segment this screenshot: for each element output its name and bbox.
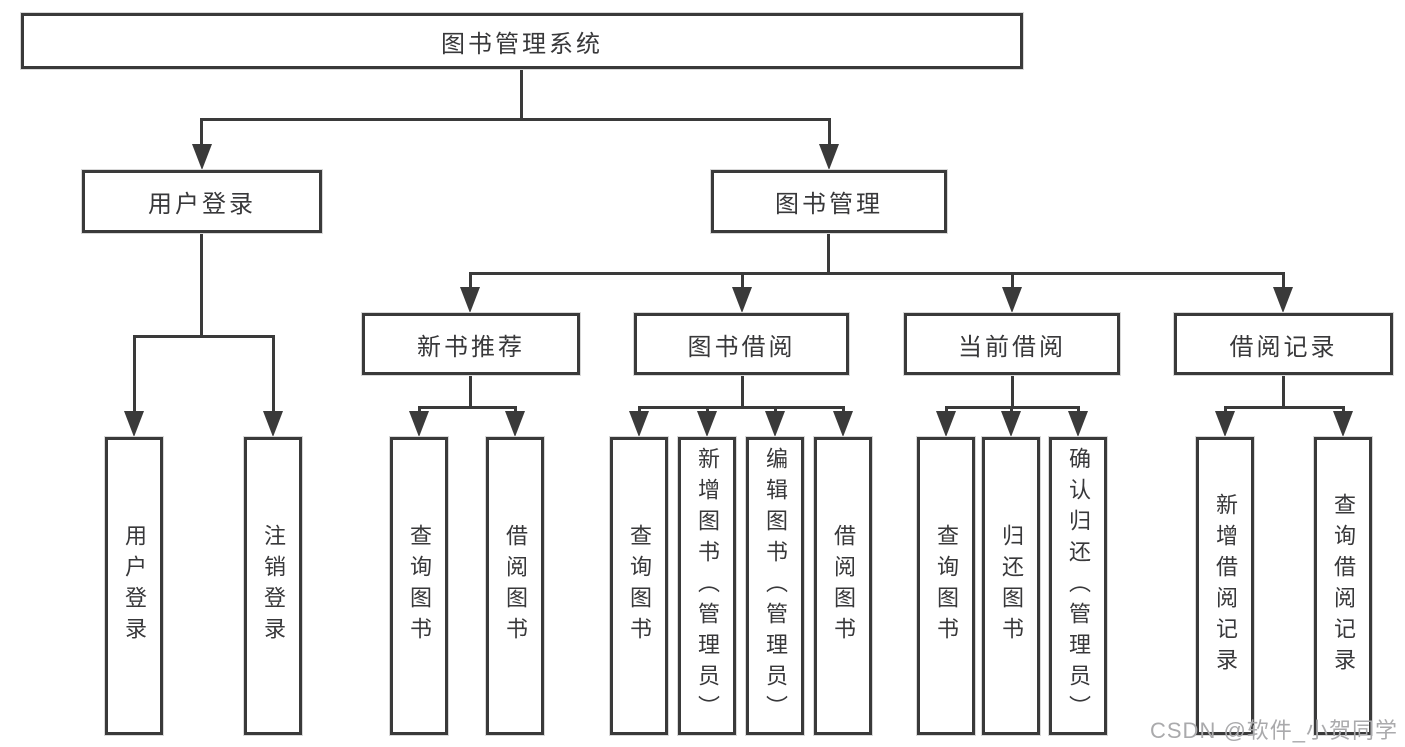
arrow-down-icon — [1002, 287, 1022, 313]
arrow-down-icon — [409, 411, 429, 437]
node-book-borrow: 图书借阅 — [634, 313, 849, 375]
leaf-logout: 注销登录 — [244, 437, 302, 735]
connector-root-to-user-login — [200, 118, 203, 148]
connector-leaf-stem — [638, 406, 641, 414]
node-root-label: 图书管理系统 — [441, 30, 603, 58]
node-new-book-rec: 新书推荐 — [362, 313, 580, 375]
arrow-down-icon — [124, 411, 144, 437]
connector-leaf-stem — [418, 406, 421, 414]
leaf-add-borrow-record: 新增借阅记录 — [1196, 437, 1254, 735]
leaf-user-login: 用户登录 — [105, 437, 163, 735]
leaf-edit-book-admin: 编辑图书（管理员） — [746, 437, 804, 735]
leaf-query-book-rec-label: 查询图书 — [407, 524, 432, 648]
leaf-query-borrow-record: 查询借阅记录 — [1314, 437, 1372, 735]
node-book-mgmt: 图书管理 — [711, 170, 947, 233]
arrow-down-icon — [1001, 411, 1021, 437]
arrow-down-icon — [629, 411, 649, 437]
connector-to-new-book-rec — [469, 272, 472, 290]
connector-borrow-record-bar — [1224, 406, 1344, 409]
arrow-down-icon — [505, 411, 525, 437]
connector-to-book-borrow — [741, 272, 744, 290]
connector-leaf-stem — [514, 406, 517, 414]
node-user-login: 用户登录 — [82, 170, 322, 233]
node-user-login-label: 用户登录 — [148, 191, 256, 218]
connector-book-borrow-bar — [638, 406, 844, 409]
node-borrow-record-label: 借阅记录 — [1229, 333, 1338, 361]
connector-leaf-stem — [1010, 406, 1013, 414]
leaf-query-book-current: 查询图书 — [917, 437, 975, 735]
leaf-query-book-borrow: 查询图书 — [610, 437, 668, 735]
connector-to-leaf-logout — [272, 335, 275, 413]
connector-borrow-record-stub — [1282, 375, 1285, 409]
connector-root-bar — [201, 118, 831, 121]
leaf-user-login-label: 用户登录 — [122, 524, 147, 648]
connector-to-borrow-record — [1282, 272, 1285, 290]
leaf-confirm-return-admin: 确认归还（管理员） — [1049, 437, 1107, 735]
leaf-logout-label: 注销登录 — [261, 524, 286, 648]
leaf-confirm-return-admin-label: 确认归还（管理员） — [1066, 446, 1091, 726]
leaf-query-borrow-record-label: 查询借阅记录 — [1331, 493, 1356, 679]
csdn-watermark: CSDN @软件_小贺同学 — [1150, 718, 1399, 743]
connector-leaf-stem — [1077, 406, 1080, 414]
leaf-return-book: 归还图书 — [982, 437, 1040, 735]
leaf-query-book-rec: 查询图书 — [390, 437, 448, 735]
arrow-down-icon — [1273, 287, 1293, 313]
leaf-borrow-book-borrow-label: 借阅图书 — [831, 524, 856, 648]
leaf-borrow-book-rec-label: 借阅图书 — [503, 524, 528, 648]
leaf-query-book-current-label: 查询图书 — [934, 524, 959, 648]
connector-user-login-stub — [200, 233, 203, 337]
connector-book-mgmt-stub — [827, 233, 830, 275]
connector-to-leaf-login — [133, 335, 136, 413]
connector-to-current-borrow — [1011, 272, 1014, 290]
node-current-borrow: 当前借阅 — [904, 313, 1120, 375]
leaf-borrow-book-rec: 借阅图书 — [486, 437, 544, 735]
connector-root-to-book-mgmt — [828, 118, 831, 148]
connector-leaf-stem — [1342, 406, 1345, 414]
connector-book-borrow-stub — [741, 375, 744, 409]
node-new-book-rec-label: 新书推荐 — [417, 333, 525, 361]
arrow-down-icon — [732, 287, 752, 313]
connector-leaf-stem — [706, 406, 709, 414]
node-borrow-record: 借阅记录 — [1174, 313, 1393, 375]
arrow-down-icon — [765, 411, 785, 437]
connector-leaf-stem — [1224, 406, 1227, 414]
node-root: 图书管理系统 — [21, 13, 1023, 69]
leaf-return-book-label: 归还图书 — [999, 524, 1024, 648]
connector-leaf-stem — [842, 406, 845, 414]
arrow-down-icon — [263, 411, 283, 437]
node-book-mgmt-label: 图书管理 — [775, 191, 883, 218]
connector-user-login-bar — [133, 335, 275, 338]
connector-new-book-rec-stub — [469, 375, 472, 409]
arrow-down-icon — [819, 144, 839, 170]
arrow-down-icon — [1215, 411, 1235, 437]
leaf-query-book-borrow-label: 查询图书 — [627, 524, 652, 648]
arrow-down-icon — [1333, 411, 1353, 437]
arrow-down-icon — [697, 411, 717, 437]
leaf-add-borrow-record-label: 新增借阅记录 — [1213, 493, 1238, 679]
leaf-borrow-book-borrow: 借阅图书 — [814, 437, 872, 735]
arrow-down-icon — [936, 411, 956, 437]
connector-leaf-stem — [774, 406, 777, 414]
arrow-down-icon — [833, 411, 853, 437]
connector-leaf-stem — [945, 406, 948, 414]
connector-new-book-rec-bar — [418, 406, 517, 409]
arrow-down-icon — [460, 287, 480, 313]
arrow-down-icon — [192, 144, 212, 170]
connector-root-stub — [520, 69, 523, 119]
leaf-add-book-admin-label: 新增图书（管理员） — [695, 446, 720, 726]
arrow-down-icon — [1068, 411, 1088, 437]
leaf-edit-book-admin-label: 编辑图书（管理员） — [763, 446, 788, 726]
node-book-borrow-label: 图书借阅 — [687, 333, 796, 361]
connector-book-mgmt-bar — [469, 272, 1285, 275]
leaf-add-book-admin: 新增图书（管理员） — [678, 437, 736, 735]
node-current-borrow-label: 当前借阅 — [958, 333, 1066, 361]
connector-current-borrow-stub — [1011, 375, 1014, 409]
